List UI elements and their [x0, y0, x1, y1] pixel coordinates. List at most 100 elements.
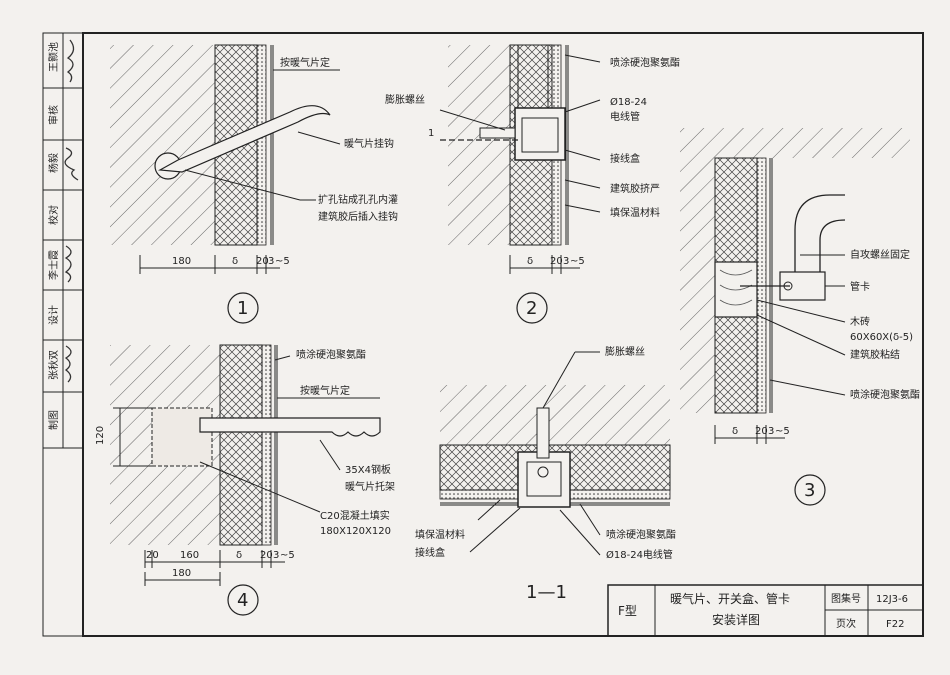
detail-number-4-text: 4	[237, 590, 248, 611]
pipe	[794, 194, 845, 300]
concrete-wall	[448, 45, 510, 245]
detail-4: 按暖气片定 喷涂硬泡聚氨酯 35X4钢板 暖气片托架 C20混凝土填实 180X…	[95, 344, 395, 616]
section-1-1: 膨胀螺丝 填保温材料 喷涂硬泡聚氨酯 接线盒 Ø18-24电线管 1—1	[415, 345, 676, 603]
label-glue-bond: 建筑胶粘结	[850, 348, 900, 361]
label-bracket: 暖气片托架	[345, 480, 395, 493]
label-wood-block: 木砖	[850, 315, 870, 328]
concrete-wall	[680, 158, 715, 413]
label-insulation-fill: 填保温材料	[415, 528, 465, 541]
finish-layer	[261, 344, 272, 546]
detail-number-2	[516, 292, 548, 324]
detail-number-1-text: 1	[237, 298, 248, 319]
radiator-hook	[158, 105, 331, 173]
dim-180: 180	[172, 256, 191, 267]
signature-3	[64, 245, 72, 283]
dim-5: ~5	[775, 426, 790, 437]
label-spray-foam: 喷涂硬泡聚氨酯	[610, 56, 680, 69]
wood-block	[714, 261, 758, 318]
dim-delta: δ	[236, 550, 242, 561]
page-label: 页次	[836, 617, 856, 630]
review-label: 审核	[47, 105, 60, 125]
concrete-fill	[151, 407, 213, 467]
junction-box-inner	[521, 117, 559, 153]
label-concrete-size: 180X120X120	[320, 526, 391, 537]
dim-20-left: 20	[146, 550, 159, 561]
junction-box	[517, 451, 571, 508]
expansion-bolt	[479, 127, 516, 139]
signature-strip: 王颢池 审核 杨毅 校对 李士霞 设计 张秋双 制图	[42, 33, 84, 449]
label-spray-foam: 喷涂硬泡聚氨酯	[606, 528, 676, 541]
designer-name: 李士霞	[47, 250, 60, 280]
concrete-wall	[440, 385, 670, 445]
label-conduit: Ø18-24电线管	[606, 548, 673, 561]
label-expansion-bolt: 膨胀螺丝	[605, 345, 645, 358]
label-spray-foam: 喷涂硬泡聚氨酯	[296, 348, 366, 361]
label-junction-box: 接线盒	[610, 152, 640, 165]
expansion-bolt	[536, 407, 550, 459]
dim-160: 160	[180, 550, 199, 561]
check-label: 校对	[47, 205, 60, 225]
label-steel-plate: 35X4钢板	[345, 463, 391, 476]
label-conduit-size: Ø18-24	[610, 96, 647, 108]
ceiling-slab	[680, 128, 910, 158]
label-radiator-hook: 暖气片挂钩	[344, 137, 394, 150]
dim-3: 3	[563, 256, 569, 267]
detail-1: 按暖气片定 暖气片挂钩 扩孔钻成孔孔内灌 建筑胶后插入挂钩 180 δ 20 3…	[110, 44, 398, 324]
label-self-tapping-screw: 自攻螺丝固定	[850, 248, 910, 261]
dim-5: ~5	[280, 550, 295, 561]
dim-3: 3	[268, 256, 274, 267]
section-title: 1—1	[526, 582, 567, 603]
title-line-2: 安装详图	[712, 612, 760, 627]
label-concrete-fill: C20混凝土填实	[320, 509, 390, 522]
detail-2: 1 喷涂硬泡聚氨酯 膨胀螺丝 Ø18-24 电线管 接线盒 建筑胶挤严 填保温材…	[385, 44, 680, 324]
dim-3: 3	[273, 550, 279, 561]
title-line-1: 暖气片、开关盒、管卡	[670, 591, 790, 606]
finish-layer	[256, 44, 267, 246]
atlas-number-label: 图集号	[831, 592, 861, 605]
signature-2	[64, 147, 79, 181]
label-wood-block-size: 60X60X(δ-5)	[850, 332, 913, 343]
dim-delta: δ	[732, 426, 738, 437]
label-expansion-bolt: 膨胀螺丝	[385, 93, 425, 106]
detail-number-3	[794, 474, 826, 506]
concrete-wall	[110, 45, 215, 245]
dim-5: ~5	[570, 256, 585, 267]
label-conduit: 电线管	[610, 110, 640, 123]
draft-label: 制图	[47, 410, 60, 430]
dim-20: 20	[256, 256, 269, 267]
steel-bracket	[199, 417, 381, 437]
detail-number-4	[227, 584, 259, 616]
reviewer-name: 王颢池	[47, 42, 60, 72]
dim-3: 3	[768, 426, 774, 437]
title-block: F型 暖气片、开关盒、管卡 安装详图 图集号 12J3-6 页次 F22	[607, 584, 924, 637]
label-insulation-fill: 填保温材料	[610, 206, 660, 219]
dim-delta: δ	[232, 256, 238, 267]
signature-4	[64, 345, 72, 383]
junction-box	[514, 107, 566, 161]
label-drill-line2: 建筑胶后插入挂钩	[318, 210, 398, 223]
dim-20: 20	[260, 550, 273, 561]
title-block-type: F型	[618, 604, 637, 618]
checker-name: 杨毅	[47, 153, 60, 173]
detail-3: 自攻螺丝固定 管卡 木砖 60X60X(δ-5) 建筑胶粘结 喷涂硬泡聚氨酯 δ…	[680, 128, 920, 506]
label-glue-seal: 建筑胶挤严	[610, 182, 660, 195]
section-mark-1: 1	[428, 128, 434, 139]
detail-number-2-text: 2	[526, 298, 537, 319]
page-number: F22	[886, 619, 904, 630]
label-pipe-clamp: 管卡	[850, 280, 870, 293]
detail-number-3-text: 3	[804, 480, 815, 501]
atlas-number: 12J3-6	[876, 594, 908, 605]
label-radiator-spec: 按暖气片定	[300, 384, 350, 397]
dim-20: 20	[550, 256, 563, 267]
dim-delta: δ	[527, 256, 533, 267]
label-junction-box: 接线盒	[415, 546, 445, 559]
dim-20: 20	[755, 426, 768, 437]
drafter-name: 张秋双	[47, 350, 60, 380]
insulation-layer	[219, 344, 263, 546]
label-radiator-spec: 按暖气片定	[280, 56, 330, 69]
detail-number-1	[227, 292, 259, 324]
signature-1	[66, 39, 75, 83]
label-spray-foam: 喷涂硬泡聚氨酯	[850, 388, 920, 401]
label-drill-line1: 扩孔钻成孔孔内灌	[318, 193, 398, 206]
